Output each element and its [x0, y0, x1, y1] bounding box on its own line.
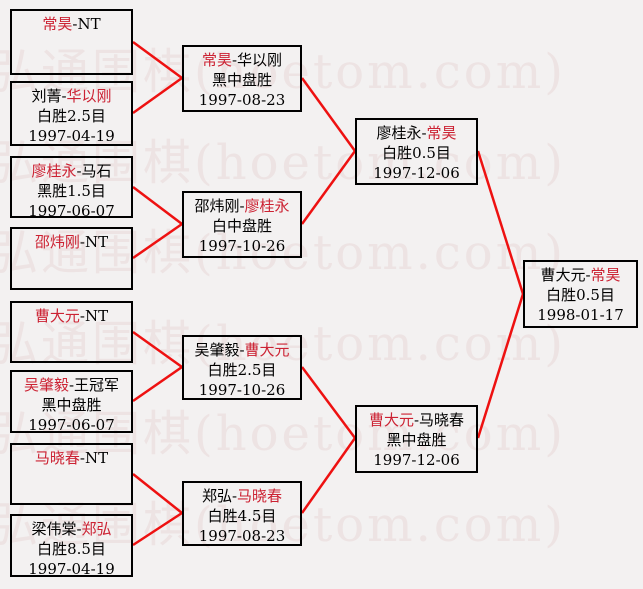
match-date: 1997-10-26 — [198, 381, 286, 399]
connector-line — [300, 77, 357, 152]
match-result: 白胜0.5目 — [546, 286, 615, 304]
match-date: 1997-08-23 — [198, 527, 286, 545]
connector-line — [132, 473, 183, 514]
player2-name: 常昊 — [426, 124, 457, 142]
match-date: 1997-04-19 — [28, 560, 115, 578]
player2-name: NT — [77, 15, 101, 33]
players-separator: - — [72, 15, 78, 33]
connector-line — [300, 150, 357, 225]
player1-name: 马晓春 — [34, 449, 80, 467]
match-box-r1-2: 刘菁-华以刚 白胜2.5目 1997-04-19 — [10, 81, 133, 146]
connector-line — [132, 76, 183, 115]
match-result: 白胜2.5目 — [207, 361, 277, 379]
player2-name: 华以刚 — [237, 51, 283, 69]
match-result: 白中盘胜 — [211, 217, 272, 235]
players-separator: - — [413, 411, 420, 429]
connector-line — [132, 186, 183, 225]
match-box-final: 曹大元-常昊 白胜0.5目 1998-01-17 — [523, 260, 638, 328]
players-separator: - — [239, 197, 245, 215]
match-date: 1997-08-23 — [198, 91, 286, 109]
match-box-r1-6: 吴肇毅-王冠军 黑中盘胜 1997-06-07 — [10, 370, 133, 434]
match-box-r1-8: 梁伟棠-郑弘 白胜8.5目 1997-04-19 — [10, 514, 133, 578]
player1-name: 曹大元 — [34, 307, 80, 325]
player2-name: 曹大元 — [244, 341, 290, 359]
players-separator: - — [61, 87, 67, 105]
player1-name: 邵炜刚 — [34, 233, 80, 251]
players-separator: - — [76, 520, 82, 538]
player1-name: 常昊 — [42, 15, 73, 33]
players-separator: - — [79, 449, 85, 467]
match-result: 黑中盘胜 — [211, 71, 272, 89]
match-result: 黑中盘胜 — [41, 396, 102, 414]
player1-name: 曹大元 — [368, 411, 414, 429]
match-date: 1997-04-19 — [28, 127, 115, 145]
connector-line — [132, 222, 183, 260]
match-box-r2-1: 常昊-华以刚 黑中盘胜 1997-08-23 — [182, 45, 302, 112]
match-result: 黑胜1.5目 — [37, 182, 106, 200]
players-separator: - — [79, 307, 85, 325]
player2-name: 马石 — [81, 162, 112, 180]
match-result: 黑中盘胜 — [386, 431, 447, 449]
players-separator: - — [421, 124, 427, 142]
player1-name: 廖桂永 — [376, 124, 422, 142]
match-box-r2-3: 吴肇毅-曹大元 白胜2.5目 1997-10-26 — [182, 335, 302, 400]
player1-name: 常昊 — [201, 51, 232, 69]
player1-name: 梁伟棠 — [31, 520, 77, 538]
match-box-r1-7: 马晓春-NT — [10, 443, 133, 505]
players-separator: - — [239, 341, 245, 359]
player1-name: 邵炜刚 — [194, 197, 240, 215]
match-box-r1-4: 邵炜刚-NT — [10, 227, 133, 290]
match-date: 1997-06-07 — [28, 202, 115, 220]
player1-name: 廖桂永 — [31, 162, 77, 180]
players-separator: - — [231, 51, 238, 69]
match-box-r2-2: 邵炜刚-廖桂永 白中盘胜 1997-10-26 — [182, 191, 302, 258]
match-box-r2-4: 郑弘-马晓春 白胜4.5目 1997-08-23 — [182, 481, 302, 546]
connector-line — [132, 330, 183, 369]
match-result: 白胜8.5目 — [37, 540, 106, 558]
match-date: 1997-06-07 — [28, 416, 115, 434]
connector-line — [476, 150, 525, 295]
player2-name: 华以刚 — [66, 87, 112, 105]
player2-name: NT — [84, 233, 109, 251]
player2-name: 马晓春 — [419, 411, 465, 429]
connector-line — [300, 366, 357, 439]
match-box-sf-1: 廖桂永-常昊 白胜0.5目 1997-12-06 — [355, 118, 478, 185]
player2-name: NT — [84, 449, 109, 467]
player1-name: 吴肇毅 — [194, 341, 240, 359]
connector-line — [132, 511, 183, 547]
connector-line — [132, 40, 183, 80]
match-box-r1-1: 常昊-NT — [10, 9, 133, 75]
player2-name: 马晓春 — [237, 487, 283, 505]
player1-name: 郑弘 — [201, 487, 232, 505]
match-result: 白胜4.5目 — [207, 507, 277, 525]
players-separator: - — [68, 376, 75, 394]
player2-name: 廖桂永 — [244, 197, 290, 215]
match-result: 白胜0.5目 — [382, 144, 451, 162]
players-separator: - — [79, 233, 85, 251]
player2-name: 王冠军 — [74, 376, 120, 394]
match-date: 1997-12-06 — [373, 164, 460, 182]
match-box-sf-2: 曹大元-马晓春 黑中盘胜 1997-12-06 — [355, 405, 478, 473]
players-separator: - — [585, 266, 591, 284]
player2-name: 常昊 — [590, 266, 621, 284]
players-separator: - — [76, 162, 82, 180]
player1-name: 刘菁 — [31, 87, 62, 105]
player2-name: 郑弘 — [81, 520, 112, 538]
player1-name: 吴肇毅 — [23, 376, 69, 394]
match-date: 1997-10-26 — [198, 237, 286, 255]
match-result: 白胜2.5目 — [37, 107, 106, 125]
connector-line — [300, 437, 357, 514]
connector-line — [132, 365, 183, 403]
player1-name: 曹大元 — [540, 266, 586, 284]
match-box-r1-3: 廖桂永-马石 黑胜1.5目 1997-06-07 — [10, 156, 133, 220]
match-box-r1-5: 曹大元-NT — [10, 301, 133, 363]
connector-line — [476, 293, 525, 439]
match-date: 1997-12-06 — [373, 451, 460, 469]
player2-name: NT — [84, 307, 109, 325]
players-separator: - — [231, 487, 238, 505]
match-date: 1998-01-17 — [537, 306, 624, 324]
